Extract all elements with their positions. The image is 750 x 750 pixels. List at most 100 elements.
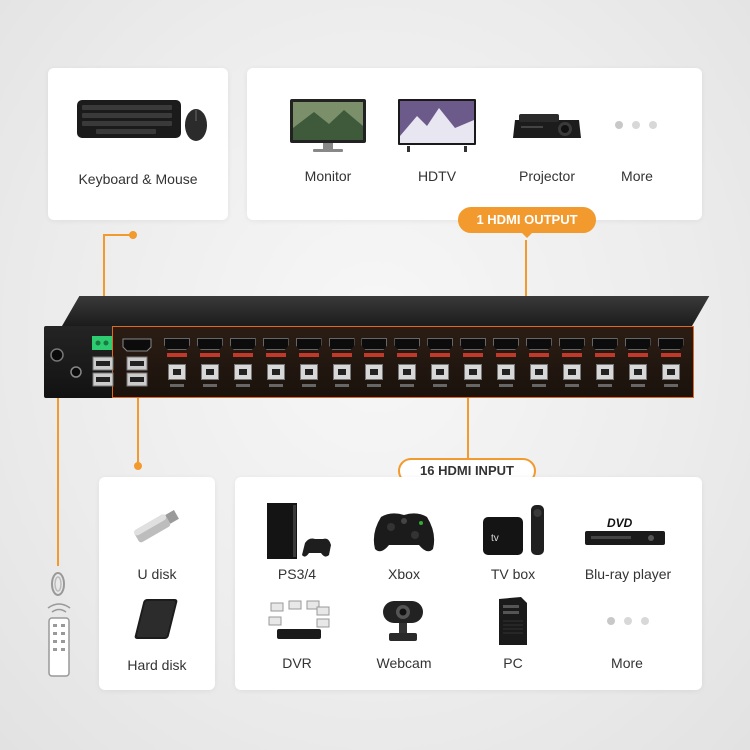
- hdmi-port-icon: [460, 338, 487, 350]
- usb-port-label-mark: [400, 384, 415, 387]
- storage-label-u-disk: U disk: [137, 566, 177, 582]
- tv-icon: [398, 99, 476, 152]
- webcam-icon: [383, 601, 423, 641]
- usb-b-port-icon: [595, 364, 614, 380]
- hdmi-port-icon: [558, 338, 585, 350]
- hdmi-input-port-group: [228, 334, 258, 392]
- hdmi-port-icon: [328, 338, 355, 350]
- output-label-projector: Projector: [518, 168, 576, 184]
- hdmi-port-label-mark: [528, 353, 549, 357]
- input-connector-vertical: [467, 398, 469, 458]
- monitor-icon: [290, 99, 366, 152]
- input-devices-card: PS3/4 Xbox tv TV box DVD Blu-ray player …: [235, 477, 702, 690]
- usb-port-label-mark: [367, 384, 382, 387]
- tv-box-icon: tv: [483, 505, 544, 555]
- ir-receiver-icon: [50, 348, 64, 362]
- output-connector-line: [525, 240, 527, 322]
- keyboard-usb-ports-icon: [92, 356, 114, 387]
- hdmi-input-port-group: [359, 334, 389, 392]
- hdmi-input-port-group: [590, 334, 620, 392]
- remote-control-icon: [47, 603, 71, 677]
- storage-devices-card: U disk Hard disk: [99, 477, 215, 690]
- keyboard-icon: [77, 100, 181, 138]
- svg-text:DVD: DVD: [607, 516, 633, 530]
- usb-b-port-icon: [299, 364, 318, 380]
- hdmi-port-icon: [657, 338, 684, 350]
- hdmi-input-port-group: [294, 334, 324, 392]
- usb-b-port-icon: [497, 364, 515, 380]
- storage-label-hard-disk: Hard disk: [127, 657, 187, 673]
- hdmi-port-icon: [591, 338, 618, 350]
- usb-port-label-mark: [235, 384, 250, 387]
- hdmi-port-label-mark: [167, 353, 187, 357]
- hdmi-port-label-mark: [594, 353, 615, 357]
- usb-b-port-icon: [266, 364, 285, 380]
- input-label-tv-box: TV box: [490, 566, 536, 582]
- hdmi-port-icon: [196, 338, 223, 350]
- usb-b-port-icon: [464, 364, 483, 380]
- usb-b-port-icon: [398, 364, 417, 380]
- usb-b-port-icon: [661, 364, 680, 380]
- hdmi-port-label-mark: [199, 353, 220, 357]
- usb-port-label-mark: [564, 384, 579, 387]
- gamepad-icon: [373, 513, 435, 552]
- hdmi-input-port-group: [261, 334, 291, 392]
- hdmi-input-port-group: [162, 334, 192, 392]
- usb-b-port-icon: [628, 364, 647, 380]
- usb-port-label-mark: [499, 384, 513, 387]
- hdmi-input-port-group: [458, 334, 488, 392]
- hdmi-port-icon: [493, 338, 519, 350]
- hard-disk-icon: [134, 599, 178, 639]
- storage-connector-dot: [134, 462, 142, 470]
- storage-connector-vertical: [137, 392, 139, 466]
- hdmi-port-icon: [394, 338, 421, 350]
- hdmi-port-icon: [262, 338, 289, 350]
- input-label-pc: PC: [503, 655, 523, 671]
- usb-stick-icon: [134, 510, 179, 543]
- input-label-dvr: DVR: [282, 655, 312, 671]
- usb-b-port-icon: [529, 364, 548, 380]
- hdmi-port-icon: [229, 338, 256, 350]
- usb-port-label-mark: [663, 384, 678, 387]
- hdmi-port-icon: [427, 338, 454, 350]
- terminal-block-icon: [92, 336, 112, 350]
- output-label-monitor: Monitor: [304, 168, 352, 184]
- keyboard-mouse-label: Keyboard & Mouse: [78, 171, 198, 187]
- hdmi-port-label-mark: [463, 353, 484, 357]
- hdmi-port-label-mark: [331, 353, 352, 357]
- ir-signal-icon: [51, 572, 65, 596]
- input-label-bluray: Blu-ray player: [584, 566, 672, 582]
- remote-connector-vertical: [57, 368, 59, 566]
- hdmi-input-port-group: [491, 334, 521, 392]
- hdmi-input-port-group: [524, 334, 554, 392]
- hdmi-output-port-icon: [122, 338, 152, 352]
- hdmi-output-badge: 1 HDMI OUTPUT: [458, 207, 596, 238]
- usb-b-port-icon: [431, 364, 450, 380]
- usb-b-port-icon: [168, 364, 186, 380]
- keyboard-connector-vertical: [103, 234, 105, 340]
- output-devices-card: Monitor HDTV Projector More: [247, 68, 702, 220]
- hdmi-port-label-mark: [430, 353, 451, 357]
- more-dots-icon: [607, 617, 649, 625]
- hdmi-input-port-group: [656, 334, 686, 392]
- usb-port-label-mark: [170, 384, 184, 387]
- hdmi-port-label-mark: [627, 353, 648, 357]
- output-label-more: More: [621, 168, 653, 184]
- hdmi-port-label-mark: [265, 353, 286, 357]
- dvr-icon: [268, 600, 330, 639]
- hdmi-port-icon: [164, 338, 190, 350]
- keyboard-mouse-card: Keyboard & Mouse: [48, 68, 228, 220]
- more-dots-icon: [615, 121, 657, 129]
- usb-port-label-mark: [466, 384, 481, 387]
- usb-b-port-icon: [562, 364, 581, 380]
- svg-text:tv: tv: [491, 533, 499, 544]
- input-label-more: More: [611, 655, 643, 671]
- power-jack-icon: [70, 366, 82, 378]
- usb-port-label-mark: [597, 384, 612, 387]
- kvm-switch-top: [62, 296, 710, 326]
- usb-port-label-mark: [433, 384, 448, 387]
- hdmi-port-label-mark: [561, 353, 582, 357]
- keyboard-connector-horizontal: [103, 234, 133, 236]
- hdmi-port-icon: [624, 338, 651, 350]
- hdmi-input-badge: 16 HDMI INPUT: [398, 458, 536, 489]
